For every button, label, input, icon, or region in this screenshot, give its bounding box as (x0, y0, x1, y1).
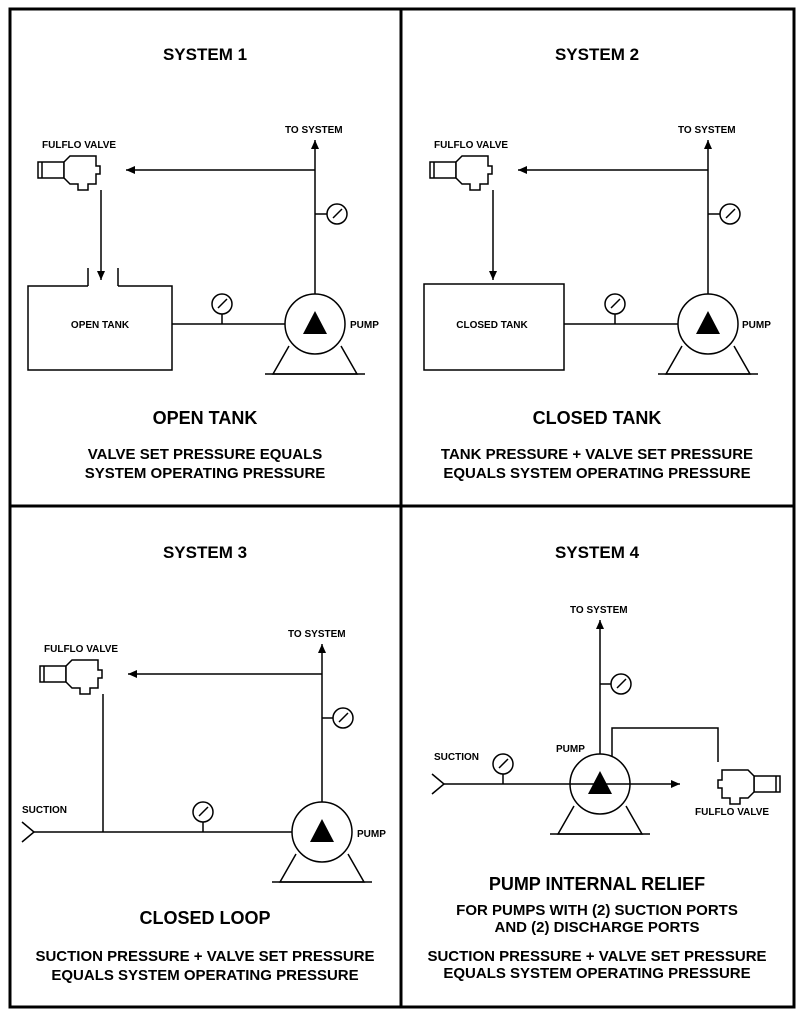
suction-label: SUCTION (22, 805, 67, 816)
fulflo-valve-icon (39, 659, 103, 695)
fulflo-valve-icon (37, 155, 101, 191)
panel-system-4: SYSTEM 4 TO SYSTEM PUMP SUCTION FULFLO V… (427, 543, 781, 982)
system-title: SYSTEM 2 (555, 45, 639, 64)
pump-label: PUMP (742, 320, 771, 331)
pump-label: PUMP (556, 744, 585, 755)
pressure-gauge-icon (211, 293, 233, 315)
pump-label: PUMP (357, 829, 386, 840)
pump-icon (264, 293, 366, 375)
suction-inlet-icon (21, 821, 36, 843)
to-system-label: TO SYSTEM (288, 629, 346, 640)
note-line: FOR PUMPS WITH (2) SUCTION PORTS (456, 902, 738, 919)
closed-tank-icon (423, 283, 565, 371)
suction-inlet-icon (431, 773, 446, 795)
system-title: SYSTEM 1 (163, 45, 247, 64)
description-line: EQUALS SYSTEM OPERATING PRESSURE (443, 465, 750, 482)
diagram-frame (8, 7, 796, 1009)
to-system-label: TO SYSTEM (570, 605, 628, 616)
panel-heading: CLOSED LOOP (139, 908, 270, 928)
description-line: VALVE SET PRESSURE EQUALS (88, 446, 323, 463)
panel-system-2: SYSTEM 2 FULFLO VALVE TO SYSTEM CLOSED T… (423, 45, 771, 482)
description-line: EQUALS SYSTEM OPERATING PRESSURE (443, 965, 750, 982)
pressure-gauge-icon (332, 707, 354, 729)
system-title: SYSTEM 3 (163, 543, 247, 562)
pressure-gauge-icon (610, 673, 632, 695)
panel-system-3: SYSTEM 3 FULFLO VALVE TO SYSTEM SUCTION … (21, 543, 386, 984)
panel-system-1: SYSTEM 1 FULFLO VALVE TO SYSTEM OPEN TAN… (27, 45, 379, 482)
panel-heading: OPEN TANK (153, 408, 258, 428)
pump-icon (657, 293, 759, 375)
open-tank-icon (27, 268, 173, 371)
system-title: SYSTEM 4 (555, 543, 640, 562)
description-line: TANK PRESSURE + VALVE SET PRESSURE (441, 446, 753, 463)
pressure-gauge-icon (192, 801, 214, 823)
pump-label: PUMP (350, 320, 379, 331)
description-line: SYSTEM OPERATING PRESSURE (85, 465, 326, 482)
description-line: SUCTION PRESSURE + VALVE SET PRESSURE (35, 948, 374, 965)
valve-label: FULFLO VALVE (44, 644, 118, 655)
valve-label: FULFLO VALVE (42, 140, 116, 151)
pump-icon (271, 801, 373, 883)
pressure-gauge-icon (326, 203, 348, 225)
valve-label: FULFLO VALVE (434, 140, 508, 151)
pump-icon (549, 753, 651, 835)
pressure-gauge-icon (604, 293, 626, 315)
panel-heading: CLOSED TANK (533, 408, 662, 428)
pressure-gauge-icon (492, 753, 514, 775)
description-line: SUCTION PRESSURE + VALVE SET PRESSURE (427, 948, 766, 965)
note-line: AND (2) DISCHARGE PORTS (494, 919, 699, 936)
panel-heading: PUMP INTERNAL RELIEF (489, 874, 705, 894)
fulflo-valve-icon (717, 769, 781, 805)
fulflo-valve-icon (429, 155, 493, 191)
tank-label: CLOSED TANK (456, 320, 528, 331)
pressure-gauge-icon (719, 203, 741, 225)
suction-label: SUCTION (434, 752, 479, 763)
description-line: EQUALS SYSTEM OPERATING PRESSURE (51, 967, 358, 984)
to-system-label: TO SYSTEM (285, 125, 343, 136)
valve-label: FULFLO VALVE (695, 807, 769, 818)
to-system-label: TO SYSTEM (678, 125, 736, 136)
tank-label: OPEN TANK (71, 320, 130, 331)
